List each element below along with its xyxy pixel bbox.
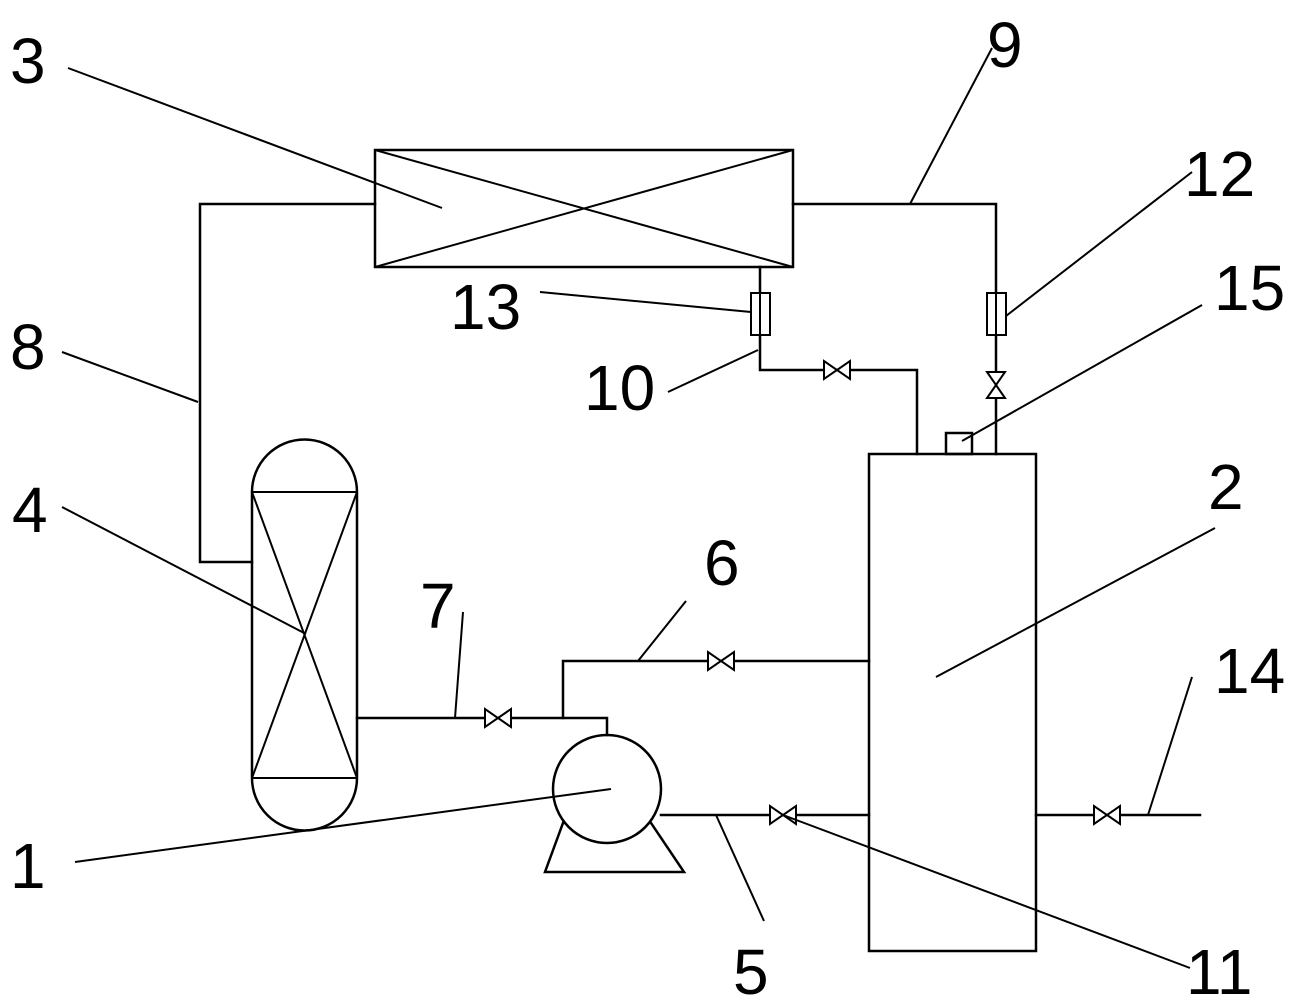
labels: 3 9 12 13 15 8 10 4 2 6 7 14 1 5 11 xyxy=(10,9,1285,1006)
label-1: 1 xyxy=(10,830,46,902)
leader-lines xyxy=(61,47,1216,969)
label-15: 15 xyxy=(1214,252,1285,324)
pipe-9 xyxy=(791,202,998,456)
pipe-7 xyxy=(355,716,609,737)
pipe-10 xyxy=(758,265,919,456)
tank-2 xyxy=(867,431,1038,953)
label-12: 12 xyxy=(1184,138,1255,210)
valve-10 xyxy=(823,359,851,381)
valve-6 xyxy=(707,650,735,672)
heat-exchanger-3 xyxy=(373,148,795,269)
pump-1 xyxy=(543,733,687,874)
label-5: 5 xyxy=(733,936,769,1006)
label-14: 14 xyxy=(1214,635,1285,707)
label-3: 3 xyxy=(10,25,46,97)
pipe-6 xyxy=(561,659,871,720)
label-2: 2 xyxy=(1208,451,1244,523)
valve-7 xyxy=(484,707,512,729)
pipe-8 xyxy=(198,202,377,564)
label-4: 4 xyxy=(12,474,48,546)
label-7: 7 xyxy=(420,570,456,642)
label-11: 11 xyxy=(1186,936,1252,1006)
column-vessel-4 xyxy=(250,438,359,832)
valve-12 xyxy=(985,371,1007,399)
valve-14 xyxy=(1093,804,1121,826)
label-8: 8 xyxy=(10,311,46,383)
label-6: 6 xyxy=(704,527,740,599)
label-13: 13 xyxy=(450,271,521,343)
label-9: 9 xyxy=(987,9,1023,81)
label-10: 10 xyxy=(584,352,655,424)
